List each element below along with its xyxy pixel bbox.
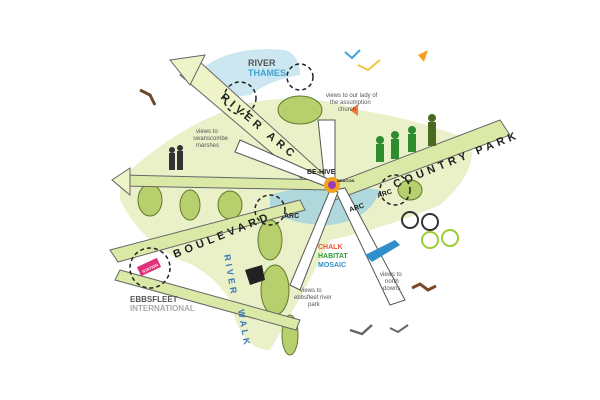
cross-arrowhead xyxy=(111,167,131,197)
bird-icon xyxy=(344,49,361,60)
views-river-park-note-2: ebbsfleet river xyxy=(294,295,332,301)
cyclists xyxy=(401,211,459,249)
station-label: STATION xyxy=(141,262,159,274)
views-marsh-note: views to xyxy=(196,129,218,135)
bird-icon xyxy=(139,88,157,106)
ebbsfleet-label-2: INTERNATIONAL xyxy=(130,304,195,313)
arc-label: ARC xyxy=(376,189,393,200)
climber-silhouette xyxy=(365,240,400,262)
ebbsfleet-label: EBBSFLEET xyxy=(130,295,178,304)
bird-icon xyxy=(349,324,373,336)
habitat-label: HABITAT xyxy=(318,253,348,260)
bird-icon xyxy=(357,59,381,72)
beacon-label: BEACON xyxy=(337,178,354,183)
beacon-core xyxy=(328,181,336,189)
arc-label: ARC xyxy=(348,203,365,214)
views-church-note-2: the assumption xyxy=(330,100,371,106)
chalk-label: CHALK xyxy=(318,244,343,251)
bird-icon xyxy=(389,324,409,334)
behive-label: BE-HIVE xyxy=(307,169,336,176)
boulevard-path xyxy=(109,199,306,263)
views-downs-note-3: downs xyxy=(383,286,400,292)
views-river-park-note-3: park xyxy=(308,302,321,308)
walker-silhouette xyxy=(245,265,265,285)
views-marsh-note-2: swanscombe xyxy=(193,136,229,142)
node-circle xyxy=(379,174,411,206)
kite-icon xyxy=(418,50,428,62)
kite-icon xyxy=(350,104,358,116)
views-downs-note-2: north xyxy=(385,279,399,285)
bat-icon xyxy=(411,282,437,292)
node-circle xyxy=(254,194,286,226)
views-river-park-note: views to xyxy=(300,288,322,294)
view-arrow-north-downs xyxy=(334,187,406,306)
people-silhouettes xyxy=(376,114,436,162)
river-arc-arrowhead xyxy=(169,54,206,86)
views-church-note-3: church xyxy=(338,107,356,113)
arc-label: ARC xyxy=(284,213,299,220)
river-thames-label-2: THAMES xyxy=(248,68,286,78)
couple-silhouette xyxy=(169,145,183,170)
node-circle xyxy=(286,63,314,91)
station-circle xyxy=(129,247,171,289)
river-thames-label: RIVER xyxy=(248,58,276,68)
views-marsh-note-3: marshes xyxy=(196,143,219,149)
views-church-note: views to our lady of xyxy=(326,93,378,99)
mosaic-label: MOSAIC xyxy=(318,262,346,269)
station-marker xyxy=(136,257,162,277)
river-walk-path xyxy=(114,269,301,331)
node-circle xyxy=(223,81,257,115)
views-downs-note: views to xyxy=(380,272,402,278)
